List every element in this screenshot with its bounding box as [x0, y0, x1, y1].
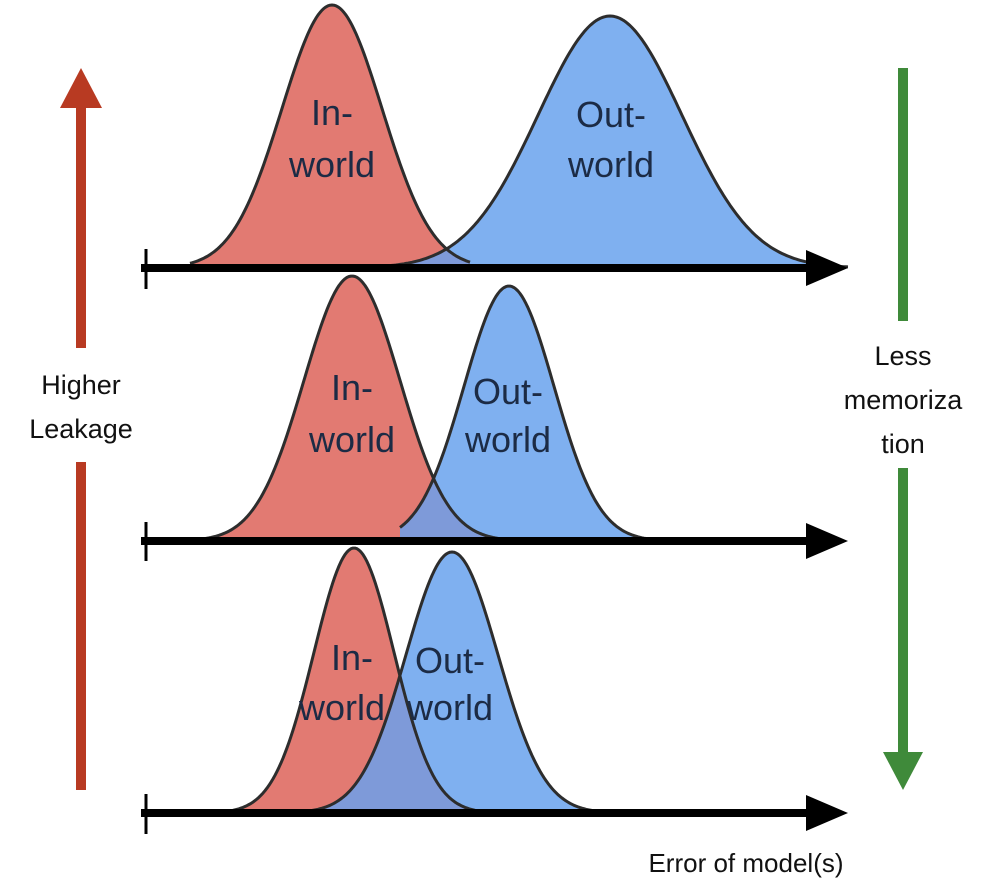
out-world-distribution: [400, 286, 650, 541]
panel-top: In- world Out- world: [141, 3, 849, 289]
in-world-outline: [189, 3, 471, 265]
out-world-label-line-2: world: [567, 144, 654, 185]
out-world-label-line-2: world: [464, 419, 551, 460]
x-axis-arrowhead: [806, 523, 848, 559]
higher-leakage-label-line-1: Higher: [41, 370, 121, 400]
out-world-label-line-1: Out-: [473, 371, 543, 412]
in-world-outline: [224, 546, 480, 813]
in-world-label-line-2: world: [308, 419, 395, 460]
out-world-distribution: [380, 16, 848, 268]
out-world-distribution: [300, 552, 600, 813]
in-world-label-line-1: In-: [311, 92, 353, 133]
memorization-arrow-head: [883, 752, 923, 790]
out-world-outline: [299, 550, 601, 814]
x-axis-arrowhead: [806, 795, 848, 831]
higher-leakage-arrow: [60, 68, 102, 790]
leakage-arrow-shaft-bottom: [76, 462, 86, 790]
less-memorization-label-line-1: Less: [874, 341, 931, 371]
out-world-outline: [379, 14, 849, 269]
in-world-outline: [204, 274, 500, 541]
in-world-label-line-1: In-: [331, 637, 373, 678]
out-world-outline: [399, 284, 651, 541]
x-axis-label: Error of model(s): [648, 848, 843, 878]
leakage-arrow-head: [60, 68, 102, 108]
in-world-label-line-2: world: [288, 144, 375, 185]
higher-leakage-label-line-2: Leakage: [29, 414, 133, 444]
in-world-distribution: [190, 5, 470, 268]
in-world-distribution: [205, 276, 500, 541]
out-world-label-line-1: Out-: [415, 640, 485, 681]
out-world-label-line-2: world: [406, 687, 493, 728]
less-memorization-label-line-3: tion: [881, 429, 925, 459]
panel-bottom: In- world Out- world: [141, 546, 848, 834]
memorization-arrow-shaft-bottom: [898, 468, 908, 755]
less-memorization-label-line-2: memoriza: [844, 385, 964, 415]
out-world-label-line-1: Out-: [576, 94, 646, 135]
less-memorization-arrow: [883, 68, 923, 790]
panel-middle: In- world Out- world: [141, 274, 848, 561]
in-world-label-line-2: world: [298, 687, 385, 728]
x-axis-arrowhead: [806, 250, 848, 286]
memorization-arrow-shaft-top: [898, 68, 908, 321]
leakage-arrow-shaft-top: [76, 105, 86, 348]
in-world-label-line-1: In-: [331, 367, 373, 408]
